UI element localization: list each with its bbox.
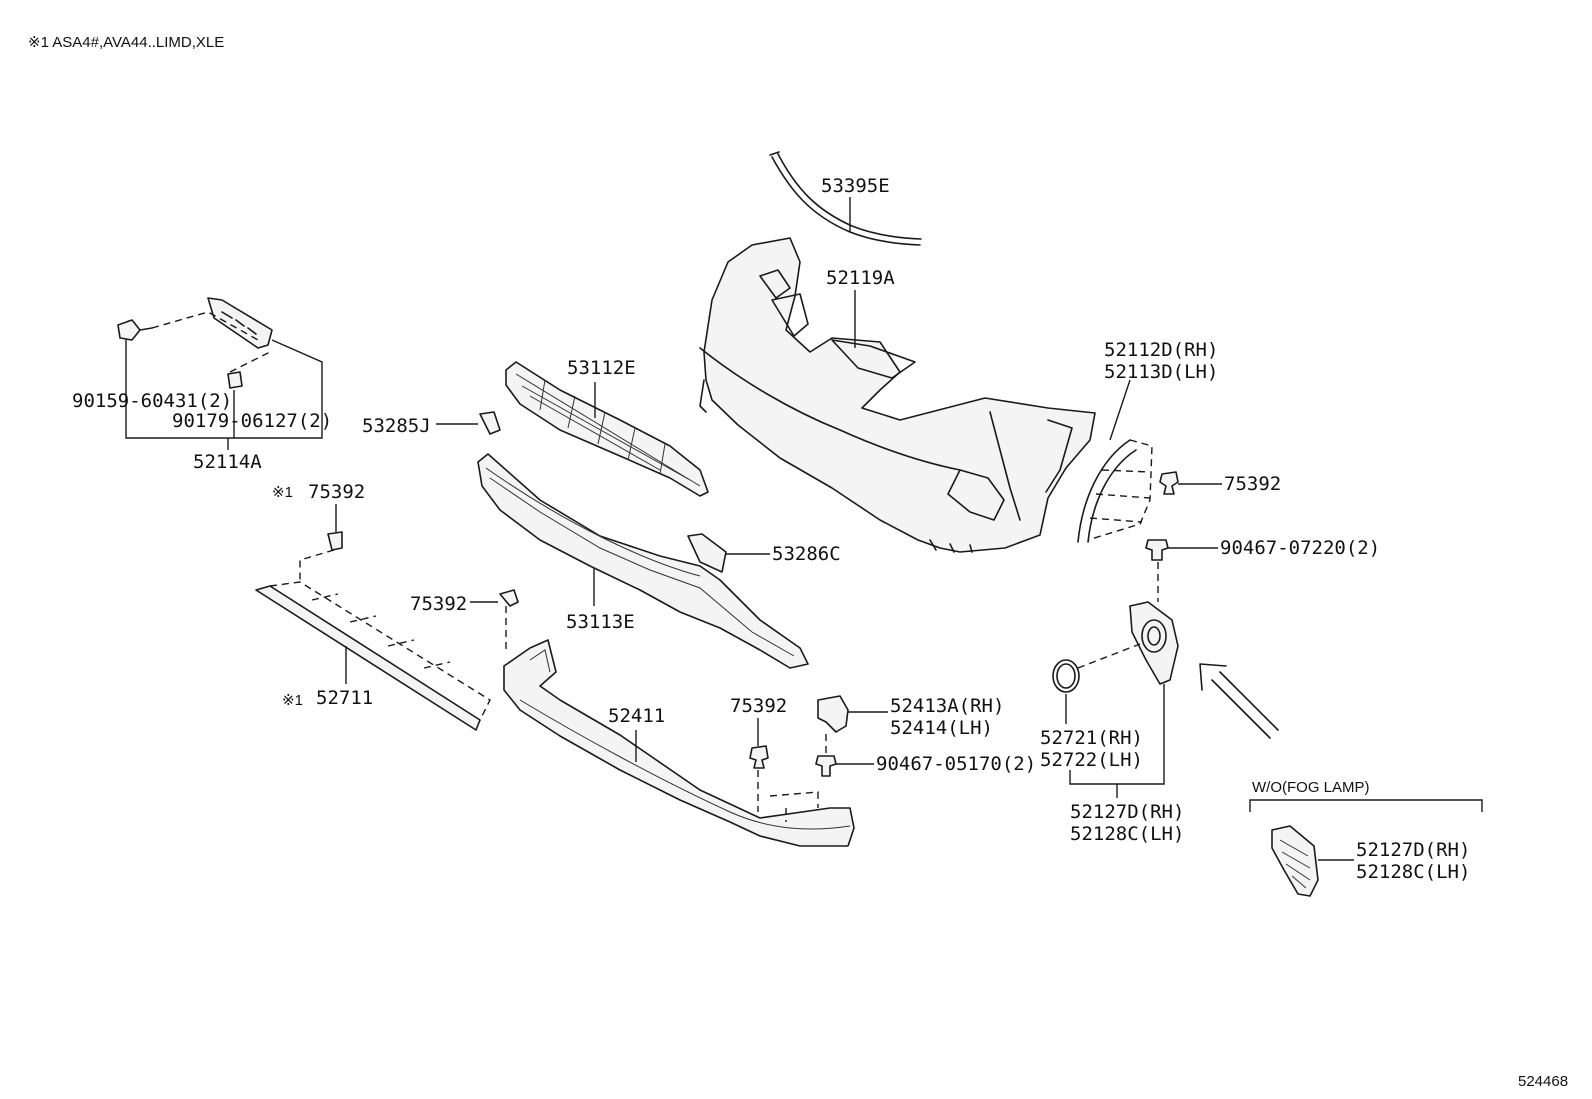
label-52721[interactable]: 52721(RH) xyxy=(1040,727,1143,749)
diagram-id: 524468 xyxy=(1518,1073,1568,1090)
dash-nut xyxy=(229,351,271,373)
label-75392-low[interactable]: 75392 xyxy=(730,695,787,717)
label-52127D-b[interactable]: 52127D(RH) xyxy=(1356,839,1470,861)
variant-title-wo-fog-lamp: W/O(FOG LAMP) xyxy=(1252,779,1370,796)
label-52113D[interactable]: 52113D(LH) xyxy=(1104,361,1218,383)
star-note-2: ※1 xyxy=(282,692,303,709)
dash-75392-low xyxy=(757,770,819,822)
part-53285J-cover[interactable] xyxy=(479,411,501,435)
label-53112E[interactable]: 53112E xyxy=(567,357,636,379)
leader-52112D xyxy=(1109,379,1131,441)
part-75392-clip-low[interactable] xyxy=(749,745,769,769)
label-52722[interactable]: 52722(LH) xyxy=(1040,749,1143,771)
label-52112D[interactable]: 52112D(RH) xyxy=(1104,339,1218,361)
part-52114A-bracket[interactable] xyxy=(207,297,273,349)
dash-ring xyxy=(1077,643,1141,669)
part-53286C-cover[interactable] xyxy=(687,533,727,573)
label-75392-star[interactable]: 75392 xyxy=(308,481,365,503)
label-52128C-b[interactable]: 52128C(LH) xyxy=(1356,861,1470,883)
label-53395E[interactable]: 53395E xyxy=(821,175,890,197)
dash-75392-star xyxy=(299,549,335,582)
label-52114A[interactable]: 52114A xyxy=(193,451,262,473)
part-90159-bolt[interactable] xyxy=(117,319,153,341)
part-90179-nut[interactable] xyxy=(227,371,243,389)
part-52411-lower-spoiler[interactable] xyxy=(503,639,855,847)
label-90467-05170[interactable]: 90467-05170(2) xyxy=(876,753,1036,775)
part-53113E-lower-grille[interactable] xyxy=(477,453,809,669)
part-52721-ring[interactable] xyxy=(1052,659,1080,693)
label-53113E[interactable]: 53113E xyxy=(566,611,635,633)
label-90159[interactable]: 90159-60431(2) xyxy=(72,390,232,412)
label-90179[interactable]: 90179-06127(2) xyxy=(172,410,332,432)
applicability-note: ※1 ASA4#,AVA44..LIMD,XLE xyxy=(28,34,224,51)
dash-bolt xyxy=(151,311,259,341)
label-90467-07220[interactable]: 90467-07220(2) xyxy=(1220,537,1380,559)
label-52128C-a[interactable]: 52128C(LH) xyxy=(1070,823,1184,845)
label-52414[interactable]: 52414(LH) xyxy=(890,717,993,739)
label-75392-right[interactable]: 75392 xyxy=(1224,473,1281,495)
bracket-52114A xyxy=(125,339,323,439)
part-75392-clip-right[interactable] xyxy=(1159,471,1179,495)
part-75392-clip-mid[interactable] xyxy=(499,589,519,607)
part-52127D-bezel-wo-fog[interactable] xyxy=(1271,825,1319,897)
label-75392-mid[interactable]: 75392 xyxy=(410,593,467,615)
label-53286C[interactable]: 53286C xyxy=(772,543,841,565)
part-52711-molding[interactable] xyxy=(255,581,491,731)
part-53395E-strip[interactable] xyxy=(769,151,922,246)
part-53112E-upper-grille[interactable] xyxy=(505,361,709,497)
label-53285J[interactable]: 53285J xyxy=(362,415,431,437)
part-52127D-fog-bezel[interactable] xyxy=(1129,601,1179,685)
part-90467-07220-clip[interactable] xyxy=(1145,539,1169,561)
part-52413A-bracket[interactable] xyxy=(817,695,849,733)
label-52411[interactable]: 52411 xyxy=(608,705,665,727)
label-52413A[interactable]: 52413A(RH) xyxy=(890,695,1004,717)
variant-bracket xyxy=(1249,799,1483,812)
view-arrow xyxy=(1199,663,1279,739)
star-note-1: ※1 xyxy=(272,484,293,501)
part-52119A-bumper-cover[interactable] xyxy=(699,237,1096,553)
part-75392-clip-star[interactable] xyxy=(327,531,343,551)
label-52119A[interactable]: 52119A xyxy=(826,267,895,289)
part-52112D-liner[interactable] xyxy=(1077,439,1153,543)
label-52711[interactable]: 52711 xyxy=(316,687,373,709)
part-90467-05170-clip[interactable] xyxy=(815,755,837,777)
label-52127D-a[interactable]: 52127D(RH) xyxy=(1070,801,1184,823)
